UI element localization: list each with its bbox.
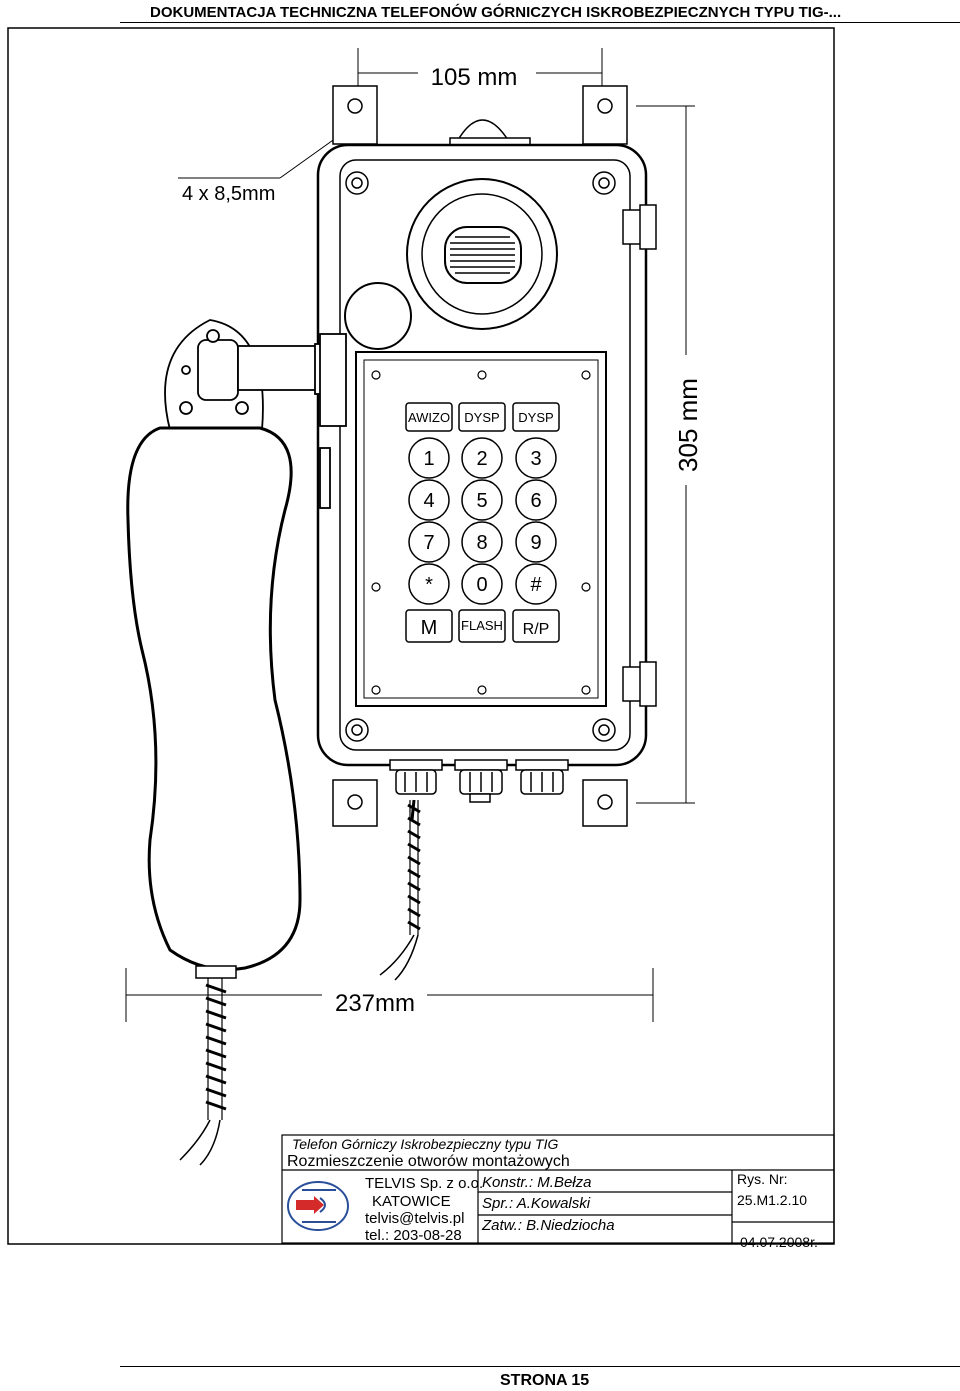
svg-text:DYSP: DYSP (518, 410, 553, 425)
key-7[interactable]: 7 (423, 532, 434, 554)
loudspeaker (406, 178, 558, 330)
spiral-cable-phone (379, 799, 421, 981)
key-1[interactable]: 1 (423, 448, 434, 470)
title-block (281, 1134, 835, 1244)
page-number: STRONA 15 (500, 1372, 590, 1389)
company-phone: tel.: 203-08-28 (365, 1227, 462, 1244)
housing-screws (345, 171, 616, 742)
drawing-subtitle: Rozmieszczenie otworów montażowych (287, 1153, 570, 1170)
svg-text:R/P: R/P (523, 621, 550, 638)
handset (126, 426, 302, 972)
drawing-date: 04.07.2008r. (740, 1234, 818, 1250)
cradle-knob (344, 282, 412, 350)
holes-label: 4 x 8,5mm (182, 183, 275, 205)
key-m[interactable]: M (405, 609, 453, 643)
company-email: telvis@telvis.pl (365, 1210, 464, 1227)
key-4[interactable]: 4 (423, 490, 434, 512)
key-0[interactable]: 0 (476, 574, 487, 596)
spiral-cable-handset (179, 965, 237, 1166)
zatw-field: Zatw.: B.Niedziocha (481, 1217, 615, 1234)
drawing-number: 25.M1.2.10 (737, 1192, 807, 1208)
svg-text:AWIZO: AWIZO (408, 410, 450, 425)
housing-inner-outline (339, 159, 631, 751)
key-awizo[interactable]: AWIZO (405, 402, 453, 432)
keypad-keys: AWIZO DYSP DYSP 1 2 3 4 5 6 7 8 9 * (405, 402, 560, 643)
company-city: KATOWICE (372, 1193, 451, 1210)
drawing-number-label: Rys. Nr: (737, 1171, 788, 1187)
drawing-title: Telefon Górniczy Iskrobezpieczny typu TI… (292, 1136, 558, 1152)
spr-field: Spr.: A.Kowalski (482, 1195, 591, 1212)
key-8[interactable]: 8 (476, 532, 487, 554)
cable-glands (389, 759, 569, 803)
svg-text:M: M (421, 617, 438, 639)
key-9[interactable]: 9 (530, 532, 541, 554)
svg-text:FLASH: FLASH (461, 618, 503, 633)
depth-label: 237mm (335, 990, 415, 1017)
key-6[interactable]: 6 (530, 490, 541, 512)
company-logo (287, 1181, 349, 1231)
key-star[interactable]: * (425, 574, 433, 596)
key-rp[interactable]: R/P (512, 609, 560, 643)
key-5[interactable]: 5 (476, 490, 487, 512)
width-label: 105 mm (431, 64, 518, 91)
height-dimension: 305 mm (636, 105, 703, 804)
key-3[interactable]: 3 (530, 448, 541, 470)
handset-hook (164, 319, 347, 509)
drawing-frame (7, 27, 835, 1245)
key-2[interactable]: 2 (476, 448, 487, 470)
key-hash[interactable]: # (530, 574, 542, 596)
header-rule (120, 22, 960, 23)
key-dysp-2[interactable]: DYSP (512, 402, 560, 432)
mounting-bracket-bottom (332, 779, 628, 827)
width-dimension: 105 mm (357, 48, 603, 110)
svg-text:DYSP: DYSP (464, 410, 499, 425)
signal-lamp (449, 119, 531, 149)
height-label: 305 mm (673, 378, 703, 472)
depth-dimension: 237mm (125, 968, 654, 1022)
company-name: TELVIS Sp. z o.o. (365, 1175, 483, 1192)
door-hinges (622, 204, 657, 707)
document-header-title: DOKUMENTACJA TECHNICZNA TELEFONÓW GÓRNIC… (150, 4, 842, 21)
footer-rule (120, 1366, 960, 1367)
key-dysp-1[interactable]: DYSP (458, 402, 506, 432)
konstr-field: Konstr.: M.Bełza (482, 1174, 591, 1191)
key-flash[interactable]: FLASH (458, 609, 506, 643)
